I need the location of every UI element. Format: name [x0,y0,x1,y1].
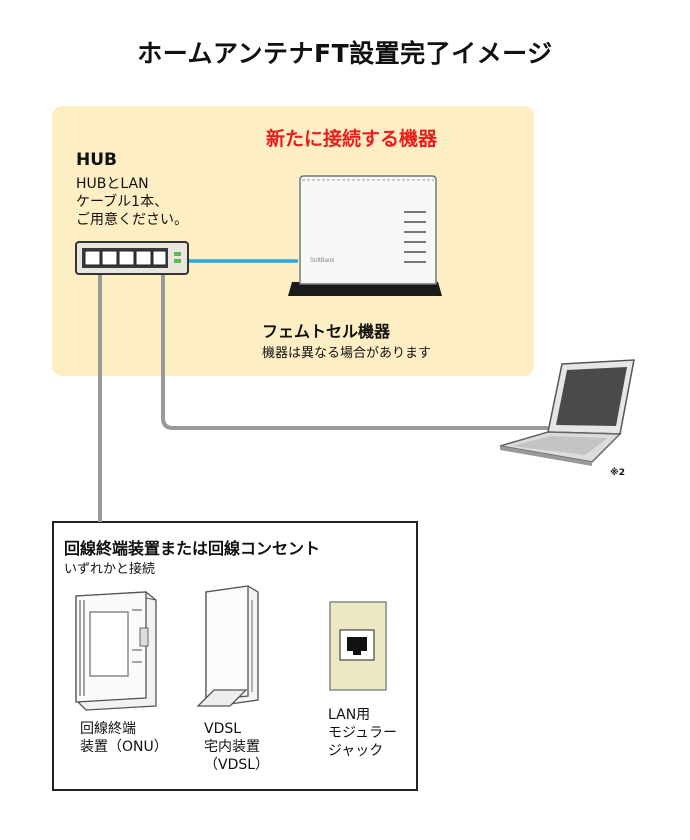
laptop-note: ※2 [610,468,626,478]
new-devices-label: 新たに接続する機器 [266,128,438,150]
cables [98,259,548,522]
laptop-icon [499,359,635,466]
line-section-title: 回線終端装置または回線コンセント [64,539,321,558]
modular-jack-icon [329,601,387,691]
jack-caption-line: ジャック [328,743,384,759]
vdsl-caption-line: 宅内装置 [204,739,260,755]
line-section-subtitle: いずれかと接続 [64,562,156,577]
jack-caption-line: LAN用 [328,707,371,723]
femtocell-icon: SoftBank [288,175,442,296]
vdsl-caption-line: （VDSL） [204,757,270,773]
hub-icon [75,241,189,275]
onu-icon [75,591,157,711]
page-title: ホームアンテナFT設置完了イメージ [137,39,553,68]
femtocell-title: フェムトセル機器 [262,322,391,341]
hub-note-line: ご用意ください。 [76,212,188,228]
hub-note-line: ケーブル1本、 [76,194,169,210]
vdsl-icon [196,585,259,707]
femtocell-note: 機器は異なる場合があります [262,346,432,361]
hub-note-line: HUBとLAN [76,176,149,192]
vdsl-caption-line: VDSL [204,721,242,737]
jack-caption-line: モジュラー [328,725,398,741]
femtocell-brand: SoftBank [310,258,335,264]
cable-hub-to-laptop [161,272,548,430]
hub-title: HUB [76,150,117,170]
onu-caption-line: 装置（ONU） [80,739,168,755]
onu-caption-line: 回線終端 [80,721,136,737]
